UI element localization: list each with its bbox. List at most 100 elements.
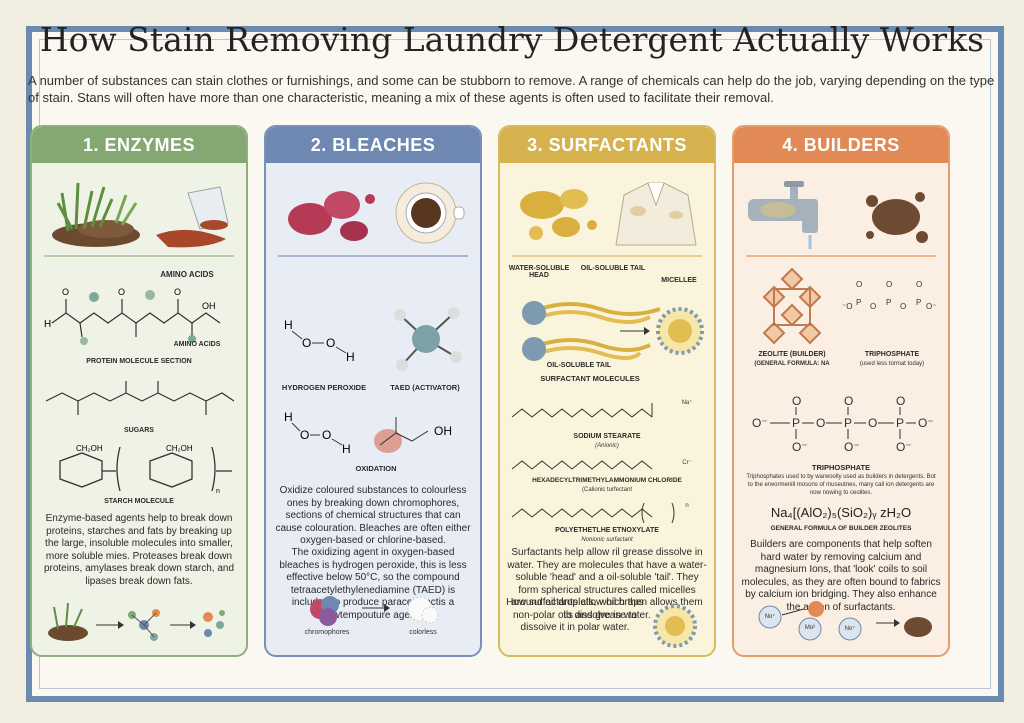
zeolite-structure-diagram bbox=[762, 267, 822, 345]
amino-acids-side-label: AMINO ACIDS bbox=[173, 341, 221, 348]
svg-text:O⁻: O⁻ bbox=[918, 416, 934, 430]
sugars-chain-diagram bbox=[45, 381, 235, 415]
svg-text:O: O bbox=[916, 280, 922, 289]
hydrogen-peroxide-label: HYDROGEN PEROXIDE bbox=[281, 383, 367, 392]
bleaches-divider-1 bbox=[278, 255, 468, 257]
zeolite-label: ZEOLITE (BUILDER) bbox=[758, 351, 826, 358]
taed-molecule-diagram bbox=[394, 307, 462, 371]
soil-grass-illustration bbox=[52, 182, 140, 247]
bleaches-panel: 2. BLEACHES H O O H HYDROGEN PEROXIDE TA… bbox=[264, 125, 482, 657]
svg-text:O: O bbox=[816, 416, 825, 430]
enzymes-panel: 1. ENZYMES AMINO ACIDS H O O O OH AMINO … bbox=[30, 125, 248, 657]
svg-text:H: H bbox=[44, 319, 51, 330]
svg-text:O: O bbox=[886, 280, 892, 289]
wine-stain-illustration bbox=[288, 191, 375, 241]
arrow-icon bbox=[362, 604, 390, 612]
svg-text:O: O bbox=[62, 287, 69, 297]
water-tap-illustration bbox=[748, 181, 818, 249]
ion-exchange-diagram bbox=[758, 601, 932, 641]
svg-text:P: P bbox=[896, 416, 904, 430]
svg-text:O: O bbox=[900, 302, 906, 311]
triphosphate-label: TRIPHOSPHATE bbox=[864, 351, 920, 358]
chloride-ion-label: Cr⁻ bbox=[682, 460, 692, 466]
svg-text:P: P bbox=[856, 298, 861, 307]
svg-text:O: O bbox=[326, 336, 335, 350]
svg-text:H: H bbox=[284, 410, 293, 424]
svg-text:P: P bbox=[792, 416, 800, 430]
svg-text:O: O bbox=[868, 416, 877, 430]
sodium-stearate-label: SODIUM STEARATE bbox=[573, 433, 641, 440]
svg-text:H: H bbox=[342, 442, 351, 456]
chromophore-icon bbox=[310, 596, 339, 626]
triphosphate-note: (used less tormat today) bbox=[859, 361, 925, 367]
svg-text:O⁻: O⁻ bbox=[926, 302, 936, 311]
svg-text:OH: OH bbox=[434, 424, 452, 438]
mud-splat-illustration bbox=[866, 192, 928, 243]
builders-panel: 4. BUILDERS P P P O O O ⁻O O O O⁻ ZEOLITE (BUIL… bbox=[732, 125, 950, 657]
svg-text:⁻O: ⁻O bbox=[842, 302, 852, 311]
builders-heading: 4. BUILDERS bbox=[734, 127, 948, 163]
svg-text:H: H bbox=[284, 318, 293, 332]
svg-text:O⁻: O⁻ bbox=[792, 440, 808, 454]
svg-text:O: O bbox=[896, 394, 905, 408]
anionic-label: (Anionic) bbox=[595, 443, 619, 449]
svg-text:n: n bbox=[216, 488, 220, 495]
nonionic-label: Nonionic surfactant bbox=[581, 537, 633, 543]
sodium-stearate-chain bbox=[511, 403, 653, 418]
starch-molecule-diagram: CH₂OH CH₂OH n bbox=[59, 444, 232, 495]
svg-text:O: O bbox=[118, 287, 125, 297]
polyethylene-label: POLYETHETLHE ETNOXYLATE bbox=[555, 527, 659, 534]
triphosphate-large-label: TRIPHOSPHATE bbox=[811, 463, 871, 472]
bleaches-heading: 2. BLEACHES bbox=[266, 127, 480, 163]
chromophores-label: chromophores bbox=[304, 629, 350, 636]
cationic-label: (Calionic turfectant bbox=[581, 487, 633, 493]
surfactants-description-2: How surfactants allow oil braps non-pola… bbox=[506, 597, 644, 633]
ion-2-label: Mo² bbox=[804, 625, 816, 631]
micelle-icon bbox=[653, 604, 697, 648]
builders-divider-1 bbox=[746, 255, 936, 257]
polymer-n-label: n bbox=[685, 503, 689, 509]
sugars-label: SUGARS bbox=[124, 427, 154, 434]
enzymes-divider-1 bbox=[44, 255, 234, 257]
surfactants-heading: 3. SURFACTANTS bbox=[500, 127, 714, 163]
surfactants-panel: 3. SURFACTANTS WATER-SOLUBLE HEAD OIL-SO… bbox=[498, 125, 716, 657]
water-soluble-head-label: WATER-SOLUBLE HEAD bbox=[508, 265, 570, 279]
oil-soluble-tail-2-label: OIL-SOLUBLE TAIL bbox=[546, 362, 612, 369]
hexadecyltrimethylammonium-chain bbox=[511, 460, 653, 470]
triphosphate-description: Triphosphates used to by warwoolly used … bbox=[746, 474, 936, 496]
oxidation-diagram: H O O H OH bbox=[284, 410, 452, 456]
colorless-label: colorless bbox=[409, 629, 437, 636]
enzymes-description: Enzyme-based agents help to break down p… bbox=[43, 513, 235, 587]
builders-description: Builders are components that help soften… bbox=[741, 539, 941, 613]
enzymes-heading: 1. ENZYMES bbox=[32, 127, 246, 163]
svg-text:O: O bbox=[844, 394, 853, 408]
surfactant-molecules-diagram bbox=[522, 301, 704, 361]
intro-text: A number of substances can stain clothes… bbox=[28, 73, 995, 105]
svg-text:P: P bbox=[844, 416, 852, 430]
protein-section-label: PROTEIN MOLECULE SECTION bbox=[86, 358, 192, 365]
protein-molecule-diagram: H O O O OH bbox=[44, 287, 221, 345]
zeolite-formula-label: (GENERAL FORMULA: NA bbox=[754, 361, 830, 367]
svg-text:O⁻: O⁻ bbox=[844, 440, 860, 454]
bleaches-description-1: Oxidize coloured substances to colourles… bbox=[275, 485, 471, 546]
svg-text:CH₂OH: CH₂OH bbox=[76, 444, 103, 453]
hydrogen-peroxide-diagram: H O O H bbox=[284, 318, 355, 364]
svg-text:P: P bbox=[886, 298, 891, 307]
oxidation-label: OXIDATION bbox=[355, 464, 397, 473]
enzyme-breakdown-illustration bbox=[48, 602, 225, 641]
svg-text:P: P bbox=[916, 298, 921, 307]
amino-acids-top-label: AMINO ACIDS bbox=[160, 270, 214, 279]
grease-droplets-illustration bbox=[520, 189, 597, 240]
surfactant-molecules-label: SURFACTANT MOLECULES bbox=[540, 374, 640, 383]
svg-text:O⁻: O⁻ bbox=[752, 416, 768, 430]
svg-text:OH: OH bbox=[202, 301, 216, 311]
svg-text:O: O bbox=[870, 302, 876, 311]
oil-soluble-tail-label: OIL-SOLUBLE TAIL bbox=[580, 265, 646, 272]
ion-1-label: No⁺ bbox=[764, 614, 776, 620]
zeolite-formula-caption: GENERAL FORMULA OF BUILDER ZEOLITES bbox=[770, 525, 912, 532]
svg-text:CH₂OH: CH₂OH bbox=[166, 444, 193, 453]
ion-3-label: No⁺ bbox=[844, 626, 856, 632]
svg-text:O: O bbox=[174, 287, 181, 297]
